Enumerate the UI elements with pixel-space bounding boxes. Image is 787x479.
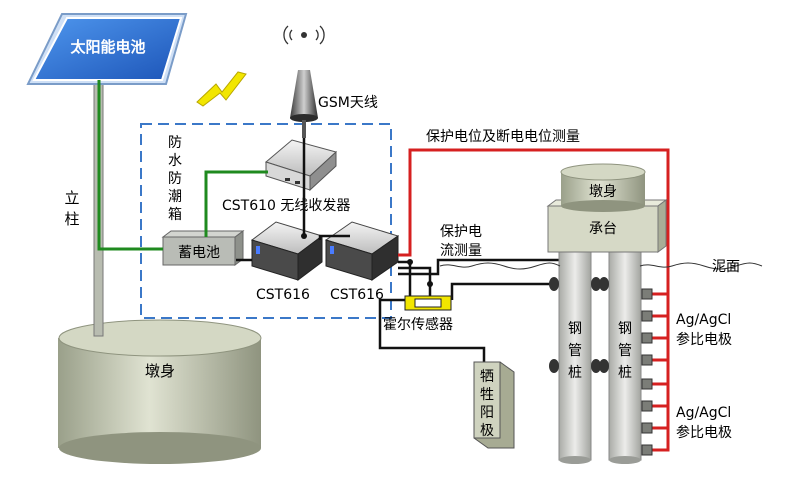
current-label-2: 流测量	[440, 243, 482, 259]
battery-label: 蓄电池	[178, 245, 220, 261]
enclosure-label: 防 水 防 潮 箱	[168, 135, 182, 223]
electrode-bottom-label-1: Ag/AgCl	[676, 405, 731, 421]
svg-text:水: 水	[168, 153, 182, 169]
svg-text:管: 管	[618, 343, 632, 359]
lightning-icon	[196, 71, 247, 107]
junction-dots	[301, 233, 433, 287]
steel-pile-left: 钢 管 桩	[558, 249, 592, 464]
mud-label: 泥面	[712, 259, 740, 275]
svg-text:管: 管	[568, 343, 582, 359]
pile-nodes	[549, 277, 609, 373]
measurement-label: 保护电位及断电电位测量	[426, 129, 580, 145]
gsm-antenna: GSM天线	[283, 25, 378, 138]
current-label-1: 保护电	[440, 224, 482, 240]
green-wires	[97, 80, 268, 251]
left-pier: 墩身	[58, 319, 262, 464]
pile-cap-label: 承台	[589, 221, 617, 237]
solar-panel-label: 太阳能电池	[70, 38, 145, 56]
svg-text:极: 极	[480, 423, 494, 439]
steel-pile-right: 钢 管 桩	[608, 249, 642, 464]
reference-electrodes	[641, 288, 653, 456]
svg-text:桩: 桩	[568, 364, 582, 381]
svg-text:桩: 桩	[618, 364, 632, 381]
hall-sensor-label: 霍尔传感器	[383, 316, 453, 333]
svg-text:钢: 钢	[568, 321, 582, 337]
svg-text:牺: 牺	[480, 369, 494, 385]
svg-text:箱: 箱	[168, 207, 182, 223]
pier-right-label: 墩身	[589, 184, 617, 200]
enclosure-box	[140, 123, 392, 319]
transceiver-cst610: CST610 无线收发器	[222, 139, 350, 214]
solar-panel: 太阳能电池	[26, 13, 188, 85]
svg-text:钢: 钢	[618, 321, 632, 337]
hall-sensor: 霍尔传感器	[383, 295, 453, 333]
electrode-top-label-1: Ag/AgCl	[676, 312, 731, 328]
electrode-bottom-label-2: 参比电极	[676, 424, 732, 441]
pier-left-label: 墩身	[145, 362, 175, 380]
cst616-right: CST616	[324, 221, 400, 303]
svg-text:阳: 阳	[480, 405, 494, 421]
battery: 蓄电池	[161, 230, 245, 266]
transceiver-label: CST610 无线收发器	[222, 198, 350, 214]
pole-label-2: 柱	[64, 210, 79, 228]
red-wires	[398, 148, 670, 452]
right-pier: 墩身	[560, 163, 646, 212]
sacrificial-anode: 牺 牲 阳 极	[473, 361, 515, 449]
svg-text:潮: 潮	[168, 189, 182, 205]
cst616-left-label: CST616	[256, 287, 310, 303]
svg-text:防: 防	[168, 171, 182, 187]
solar-pole: 立 柱	[64, 79, 104, 337]
antenna-label: GSM天线	[318, 95, 378, 111]
cst616-left: CST616	[250, 221, 324, 303]
svg-text:牲: 牲	[480, 387, 494, 403]
mud-line: 泥面	[439, 259, 763, 275]
svg-text:防: 防	[168, 135, 182, 151]
cst616-right-label: CST616	[330, 287, 384, 303]
electrode-top-label-2: 参比电极	[676, 331, 732, 348]
pole-label-1: 立	[64, 189, 79, 207]
